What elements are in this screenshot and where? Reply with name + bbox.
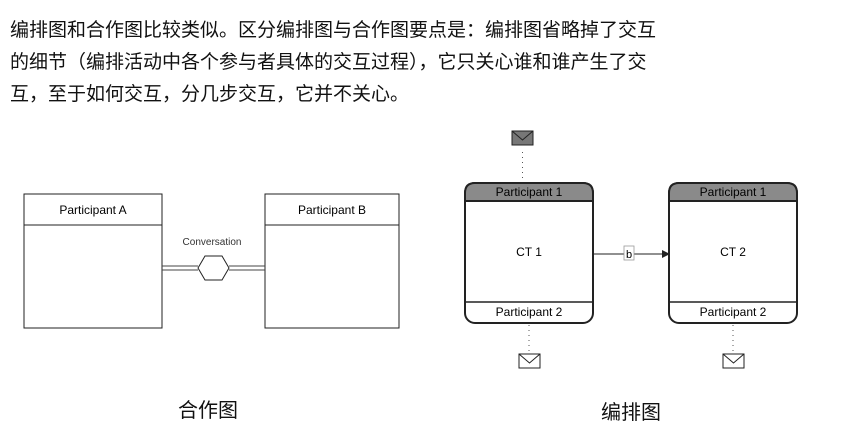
hexagon-conversation-icon — [197, 255, 230, 281]
choreography-diagram: Participant 1 CT 1 Participant 2 b Parti… — [464, 130, 798, 369]
conversation-label: Conversation — [183, 237, 242, 248]
participant-b-label: Participant B — [298, 203, 366, 217]
task-2-name: CT 2 — [720, 245, 746, 259]
task-1-name: CT 1 — [516, 245, 542, 259]
collaboration-diagram: Participant A Participant B Conversation — [23, 193, 400, 329]
task-1-bottom-participant: Participant 2 — [496, 305, 563, 319]
envelope-icon — [511, 130, 534, 146]
choreography-caption: 编排图 — [601, 400, 661, 424]
paragraph-line: 的细节（编排活动中各个参与者具体的交互过程），它只关心谁和谁产生了交 — [10, 51, 647, 73]
choreography-task-1: Participant 1 CT 1 Participant 2 — [464, 182, 594, 324]
task-2-bottom-participant: Participant 2 — [700, 305, 767, 319]
task-1-top-participant: Participant 1 — [496, 185, 563, 199]
participant-a-label: Participant A — [59, 203, 126, 217]
collaboration-caption: 合作图 — [178, 398, 238, 422]
paragraph-line: 编排图和合作图比较类似。区分编排图与合作图要点是：编排图省略掉了交互 — [10, 19, 657, 41]
participant-a-pool: Participant A — [23, 193, 163, 329]
choreography-task-2: Participant 1 CT 2 Participant 2 — [668, 182, 798, 324]
flow-label: b — [626, 249, 632, 261]
task-2-top-participant: Participant 1 — [700, 185, 767, 199]
paragraph-line: 互，至于如何交互，分几步交互，它并不关心。 — [10, 83, 410, 105]
participant-b-pool: Participant B — [264, 193, 400, 329]
description-paragraph: 编排图和合作图比较类似。区分编排图与合作图要点是：编排图省略掉了交互 的细节（编… — [10, 14, 850, 110]
arrow-icon — [662, 250, 670, 258]
envelope-icon — [518, 353, 541, 369]
conversation-links — [162, 265, 265, 271]
envelope-icon — [722, 353, 745, 369]
